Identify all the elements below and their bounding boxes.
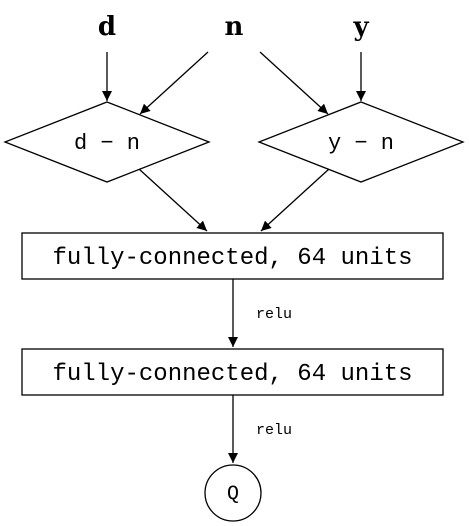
fc-layer-2-box <box>21 348 444 396</box>
edge-diff-right-to-fc1 <box>260 168 330 232</box>
output-circle <box>204 464 262 522</box>
edge-n-to-diff-left <box>139 51 209 115</box>
fc-layer-1-box <box>21 232 444 280</box>
edge-diff-left-to-fc1 <box>138 168 208 232</box>
diamond-shape <box>257 101 465 183</box>
output-label: Q <box>227 483 239 506</box>
diff-node-left-label: d − n <box>74 131 140 156</box>
input-label-y: y <box>352 12 369 42</box>
input-label-d: d <box>98 12 116 42</box>
fc-layer-2-label: fully-connected, 64 units <box>52 361 412 388</box>
diamond-shape <box>3 101 211 183</box>
edge-n-to-diff-right <box>259 51 329 115</box>
activation-label-2: relu <box>256 422 292 439</box>
activation-label-1: relu <box>256 306 292 323</box>
diff-node-right-label: y − n <box>328 131 394 156</box>
fc-layer-1: fully-connected, 64 units <box>21 232 444 280</box>
output-node: Q <box>204 464 262 522</box>
input-label-n: n <box>225 12 244 42</box>
fc-layer-2: fully-connected, 64 units <box>21 348 444 396</box>
diff-node-left: d − n <box>3 101 211 183</box>
fc-layer-1-label: fully-connected, 64 units <box>52 245 412 272</box>
diff-node-right: y − n <box>257 101 465 183</box>
